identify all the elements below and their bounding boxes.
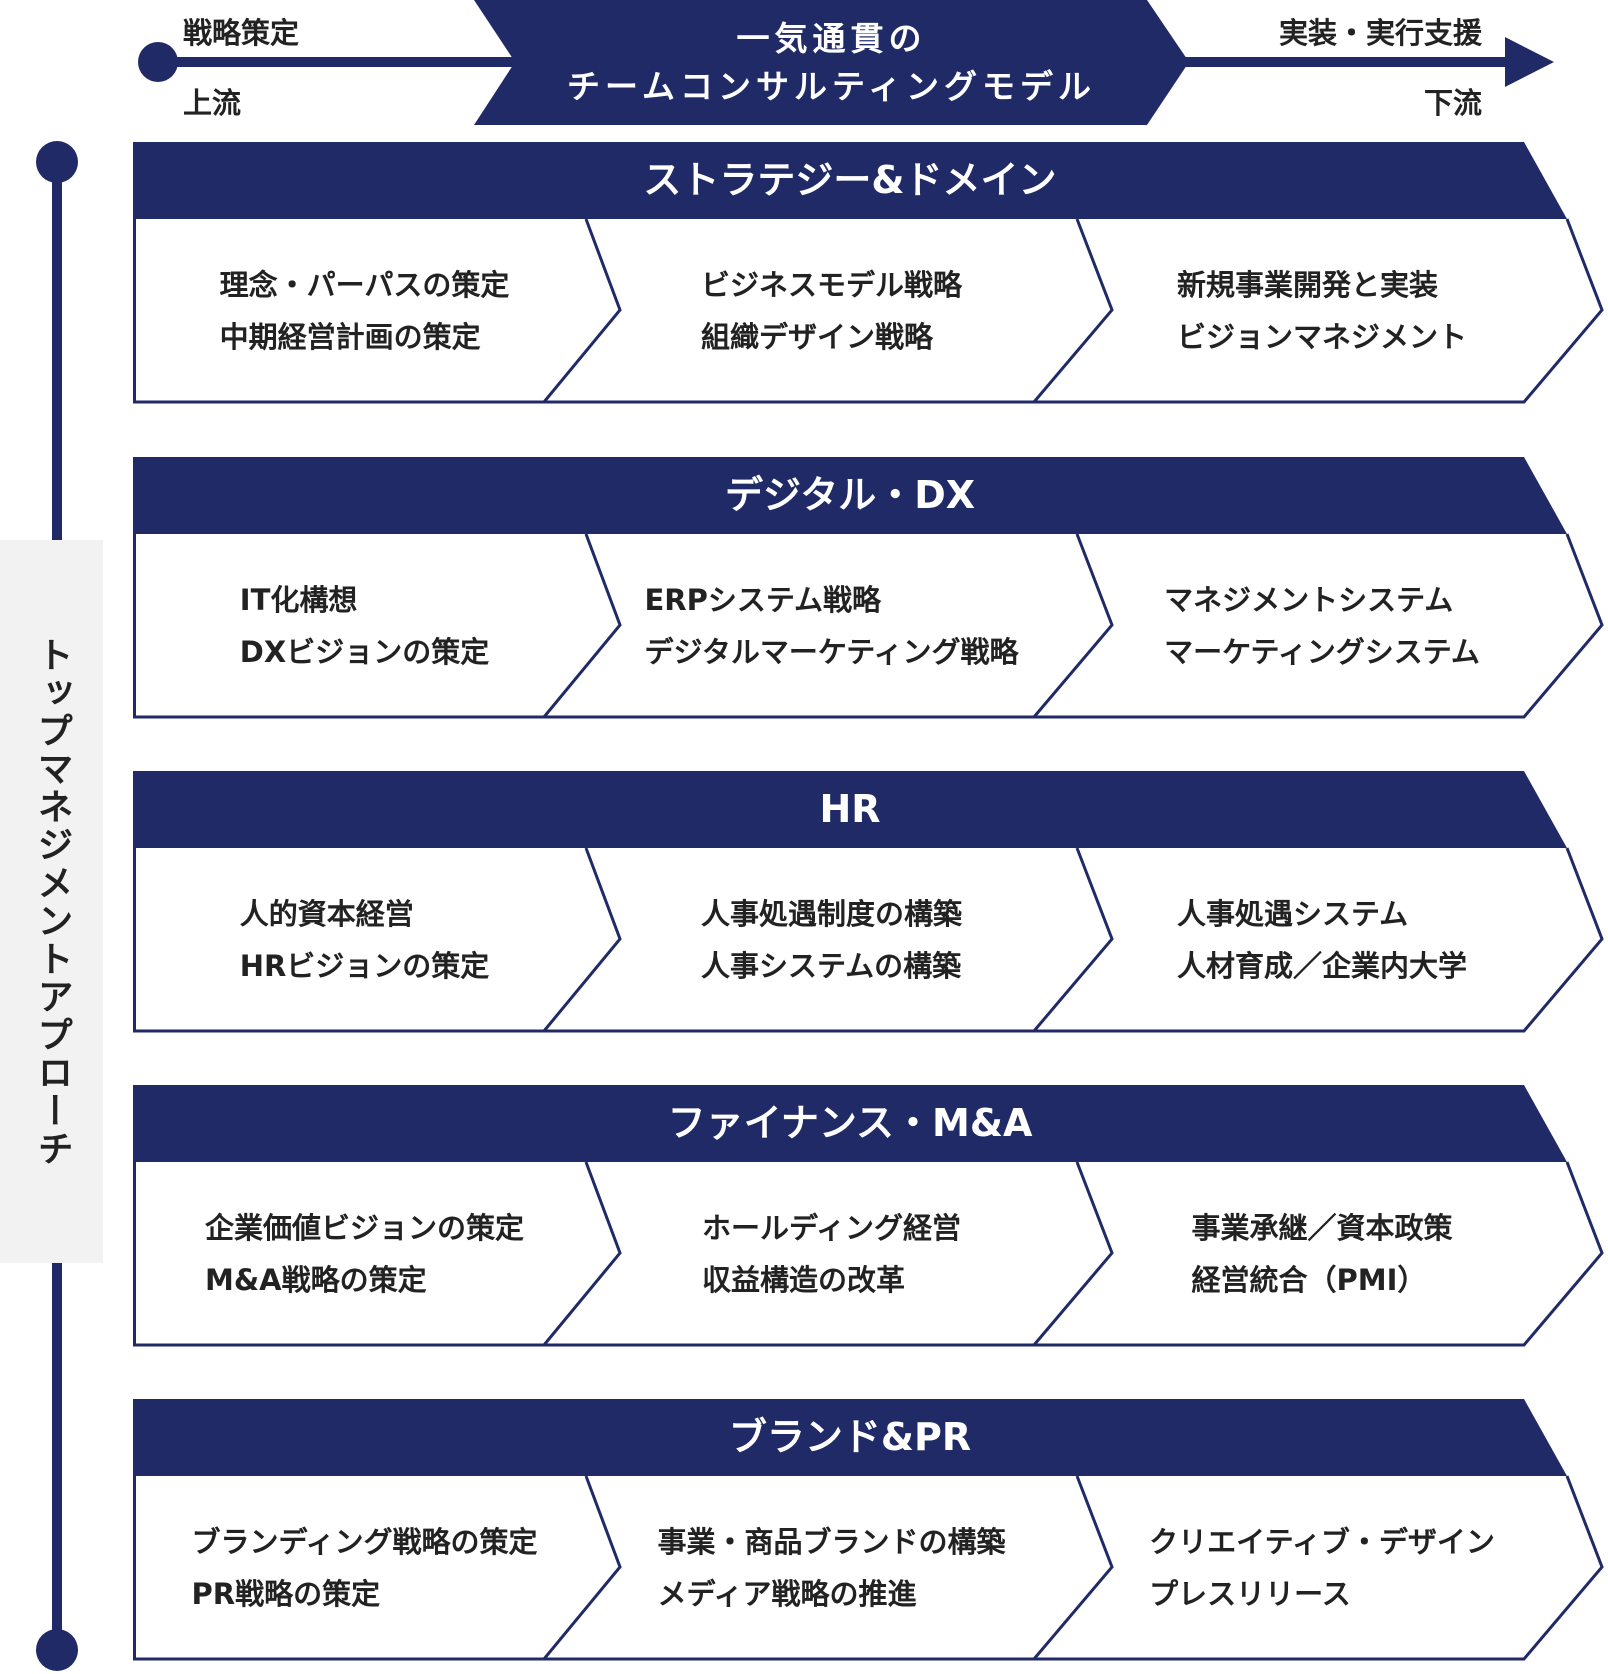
step-item: 企業価値ビジョンの策定	[204, 1210, 524, 1245]
step-item: 人事処遇システム	[1176, 896, 1409, 931]
step-item: プレスリリース	[1149, 1576, 1351, 1611]
section-step-2: ホールディング経営 収益構造の改革	[586, 1162, 1077, 1345]
section-step-1: IT化構想 DXビジョンの策定	[143, 534, 586, 717]
step-item: ビジョンマネジメント	[1176, 319, 1467, 354]
step-item: ビジネスモデル戦略	[700, 267, 962, 302]
step-item: PR戦略の策定	[191, 1576, 381, 1611]
step-item: 人事システムの構築	[700, 948, 962, 983]
section-step-2: 事業・商品ブランドの構築 メディア戦略の推進	[586, 1476, 1077, 1659]
section-shape	[133, 457, 1604, 719]
section-shape	[133, 1085, 1604, 1347]
step-item: 事業・商品ブランドの構築	[657, 1524, 1006, 1559]
step-item: 人事処遇制度の構築	[700, 896, 962, 931]
upstream-label: 上流	[183, 86, 242, 120]
section-shape	[133, 771, 1604, 1033]
section-digital-dx: デジタル・DX IT化構想 DXビジョンの策定 ERPシステム戦略 デジタルマー…	[133, 457, 1608, 722]
model-title-line1: 一気通貫の	[736, 18, 927, 58]
section-step-3: クリエイティブ・デザイン プレスリリース	[1077, 1476, 1567, 1659]
section-step-1: 企業価値ビジョンの策定 M&A戦略の策定	[143, 1162, 586, 1345]
section-step-2: ビジネスモデル戦略 組織デザイン戦略	[586, 219, 1077, 402]
step-item: DXビジョンの策定	[239, 634, 490, 669]
section-step-3: マネジメントシステム マーケティングシステム	[1077, 534, 1567, 717]
section-step-3: 新規事業開発と実装 ビジョンマネジメント	[1077, 219, 1567, 402]
step-item: 人的資本経営	[239, 896, 414, 931]
step-item: 人材育成／企業内大学	[1176, 948, 1467, 983]
section-step-1: 人的資本経営 HRビジョンの策定	[143, 848, 586, 1031]
step-item: マネジメントシステム	[1164, 582, 1454, 617]
section-step-3: 人事処遇システム 人材育成／企業内大学	[1077, 848, 1567, 1031]
step-item: ERPシステム戦略	[644, 582, 881, 617]
section-shape	[133, 1399, 1604, 1661]
step-item: HRビジョンの策定	[239, 948, 490, 983]
section-strategy-domain: ストラテジー&ドメイン 理念・パーパスの策定 中期経営計画の策定 ビジネスモデル…	[133, 142, 1608, 407]
side-label-box: トップマネジメントアプローチ	[0, 540, 103, 1263]
section-step-2: 人事処遇制度の構築 人事システムの構築	[586, 848, 1077, 1031]
downstream-top-label: 実装・実行支援	[1278, 16, 1482, 50]
section-hr: HR 人的資本経営 HRビジョンの策定 人事処遇制度の構築 人事システムの構築 …	[133, 771, 1608, 1036]
model-title: 一気通貫の チームコンサルティングモデル	[474, 0, 1189, 125]
section-finance-ma: ファイナンス・M&A 企業価値ビジョンの策定 M&A戦略の策定 ホールディング経…	[133, 1085, 1608, 1350]
downstream-label: 下流	[1423, 86, 1482, 120]
step-item: 収益構造の改革	[702, 1262, 906, 1297]
model-title-line2: チームコンサルティングモデル	[566, 66, 1097, 106]
step-item: 理念・パーパスの策定	[219, 267, 510, 302]
step-item: ホールディング経営	[702, 1210, 961, 1245]
section-title: ファイナンス・M&A	[667, 1101, 1033, 1145]
step-item: 経営統合（PMI）	[1191, 1262, 1427, 1297]
step-item: デジタルマーケティング戦略	[644, 634, 1019, 669]
step-item: 新規事業開発と実装	[1176, 267, 1438, 302]
section-title: ブランド&PR	[728, 1415, 972, 1459]
section-step-2: ERPシステム戦略 デジタルマーケティング戦略	[586, 534, 1077, 717]
step-item: 中期経営計画の策定	[219, 319, 481, 354]
section-brand-pr: ブランド&PR ブランディング戦略の策定 PR戦略の策定 事業・商品ブランドの構…	[133, 1399, 1608, 1664]
step-item: M&A戦略の策定	[204, 1262, 427, 1297]
section-step-1: ブランディング戦略の策定 PR戦略の策定	[143, 1476, 586, 1659]
step-item: ブランディング戦略の策定	[191, 1524, 538, 1559]
upstream-top-label: 戦略策定	[183, 16, 300, 50]
section-title: ストラテジー&ドメイン	[643, 158, 1057, 202]
section-shape	[133, 142, 1604, 404]
section-title: デジタル・DX	[724, 473, 976, 517]
step-item: マーケティングシステム	[1164, 634, 1480, 669]
section-step-1: 理念・パーパスの策定 中期経営計画の策定	[143, 219, 586, 402]
side-label: トップマネジメントアプローチ	[31, 635, 73, 1168]
step-item: クリエイティブ・デザイン	[1149, 1524, 1495, 1559]
step-item: 組織デザイン戦略	[700, 319, 933, 354]
flow-arrow	[138, 0, 1554, 125]
section-step-3: 事業承継／資本政策 経営統合（PMI）	[1077, 1162, 1567, 1345]
step-item: メディア戦略の推進	[657, 1576, 917, 1611]
step-item: 事業承継／資本政策	[1191, 1210, 1453, 1245]
step-item: IT化構想	[239, 582, 358, 617]
section-title: HR	[819, 787, 881, 831]
